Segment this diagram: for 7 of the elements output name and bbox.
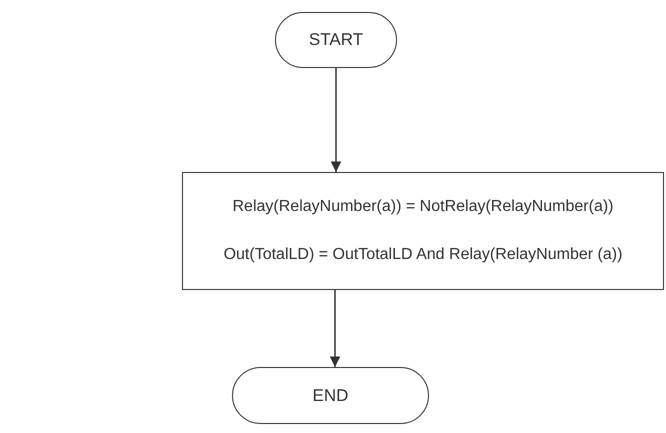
arrow [330,68,342,172]
arrow [330,290,340,367]
terminal-label: START [308,30,364,50]
statement-text: Relay(RelayNumber(a)) = NotRelay(RelayNumber(a)) [232,198,614,216]
terminal-label: END [312,386,348,406]
statement-text: Out(TotalLD) = OutTotalLD And Relay(RelayNumber (a)) [224,246,622,264]
process-box [182,172,664,290]
